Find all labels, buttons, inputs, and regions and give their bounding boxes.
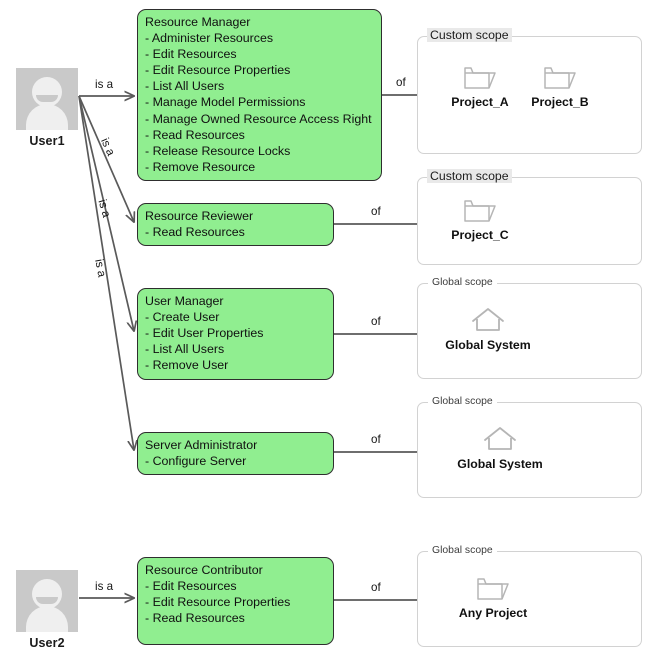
role-permission: - Edit Resources: [145, 47, 237, 62]
folder-icon: [444, 191, 516, 225]
role-permission: - Read Resources: [145, 225, 245, 240]
folder-icon: [524, 58, 596, 92]
scope-legend: Custom scope: [427, 169, 512, 183]
scope-panel-custom-2[interactable]: Custom scope Project_C: [417, 169, 642, 265]
edge-label-of: of: [371, 581, 381, 594]
scope-item-label: Project_B: [531, 95, 589, 109]
edge-label-of: of: [371, 205, 381, 218]
user-label: User1: [29, 134, 65, 148]
role-permission: - Create User: [145, 310, 220, 325]
avatar-mouth-shape: [36, 95, 58, 102]
scope-item[interactable]: Project_C: [444, 191, 516, 242]
scope-item-label: Global System: [445, 338, 531, 352]
role-permission: - Manage Owned Resource Access Right: [145, 111, 372, 126]
avatar-head-shape: [32, 579, 62, 609]
edge-label-is-a: is a: [95, 580, 114, 593]
avatar-mouth-shape: [36, 597, 58, 604]
role-title: Server Administrator: [145, 438, 258, 452]
role-box-resource-contributor[interactable]: Resource Contributor - Edit Resources - …: [137, 557, 334, 645]
role-permission: - Read Resources: [145, 611, 245, 626]
role-permission: - Configure Server: [145, 454, 247, 469]
edge-label-is-a: is a: [98, 136, 118, 158]
avatar-body-shape: [26, 606, 68, 632]
scope-legend: Custom scope: [427, 28, 512, 42]
edge-label-of: of: [371, 433, 381, 446]
user-label: User2: [29, 636, 65, 650]
edge-label-is-a: is a: [95, 198, 113, 219]
role-box-user-manager[interactable]: User Manager - Create User - Edit User P…: [137, 288, 334, 380]
edge-label-is-a: is a: [92, 258, 109, 279]
role-permission: - List All Users: [145, 342, 225, 357]
scope-panel-custom-1[interactable]: Custom scope Project_A Project_B: [417, 28, 642, 154]
role-permission: - Edit Resource Properties: [145, 595, 291, 610]
role-title: Resource Manager: [145, 15, 251, 29]
role-permission: - Administer Resources: [145, 31, 274, 46]
role-permission: - Edit Resources: [145, 579, 237, 594]
role-permission: - List All Users: [145, 79, 225, 94]
scope-item[interactable]: Project_B: [524, 58, 596, 109]
avatar-body-shape: [26, 104, 68, 130]
user-node-user1[interactable]: User1: [16, 68, 78, 148]
avatar: [16, 68, 78, 130]
scope-item[interactable]: Any Project: [448, 569, 538, 620]
scope-item-label: Project_C: [451, 228, 509, 242]
role-permission: - Edit Resource Properties: [145, 63, 291, 78]
role-box-server-administrator[interactable]: Server Administrator - Configure Server: [137, 432, 334, 475]
role-box-resource-reviewer[interactable]: Resource Reviewer - Read Resources: [137, 203, 334, 246]
role-permission: - Remove Resource: [145, 159, 256, 174]
edge-label-of: of: [396, 76, 406, 89]
scope-item-label: Project_A: [451, 95, 509, 109]
scope-panel-global-2[interactable]: Global scope Global System: [417, 396, 642, 498]
avatar: [16, 570, 78, 632]
role-permission: - Manage Model Permissions: [145, 95, 306, 110]
folder-icon: [448, 569, 538, 603]
scope-item-label: Any Project: [458, 606, 528, 620]
avatar-head-shape: [32, 77, 62, 107]
role-permission: - Release Resource Locks: [145, 143, 291, 158]
role-title: Resource Reviewer: [145, 209, 254, 223]
scope-legend: Global scope: [428, 396, 497, 407]
scope-item-label: Global System: [457, 457, 543, 471]
scope-panel-global-1[interactable]: Global scope Global System: [417, 277, 642, 379]
role-title: Resource Contributor: [145, 563, 263, 577]
scope-panel-global-3[interactable]: Global scope Any Project: [417, 545, 642, 647]
edge-label-of: of: [371, 315, 381, 328]
scope-item[interactable]: Project_A: [444, 58, 516, 109]
edge-label-is-a: is a: [95, 78, 114, 91]
home-icon: [452, 420, 548, 454]
role-permission: - Read Resources: [145, 127, 245, 142]
role-box-resource-manager[interactable]: Resource Manager - Administer Resources …: [137, 9, 382, 181]
scope-item[interactable]: Global System: [452, 420, 548, 471]
role-title: User Manager: [145, 294, 224, 308]
home-icon: [440, 301, 536, 335]
role-permission: - Edit User Properties: [145, 326, 264, 341]
user-node-user2[interactable]: User2: [16, 570, 78, 650]
scope-legend: Global scope: [428, 545, 497, 556]
role-permission: - Remove User: [145, 358, 229, 373]
scope-legend: Global scope: [428, 277, 497, 288]
folder-icon: [444, 58, 516, 92]
scope-item[interactable]: Global System: [440, 301, 536, 352]
